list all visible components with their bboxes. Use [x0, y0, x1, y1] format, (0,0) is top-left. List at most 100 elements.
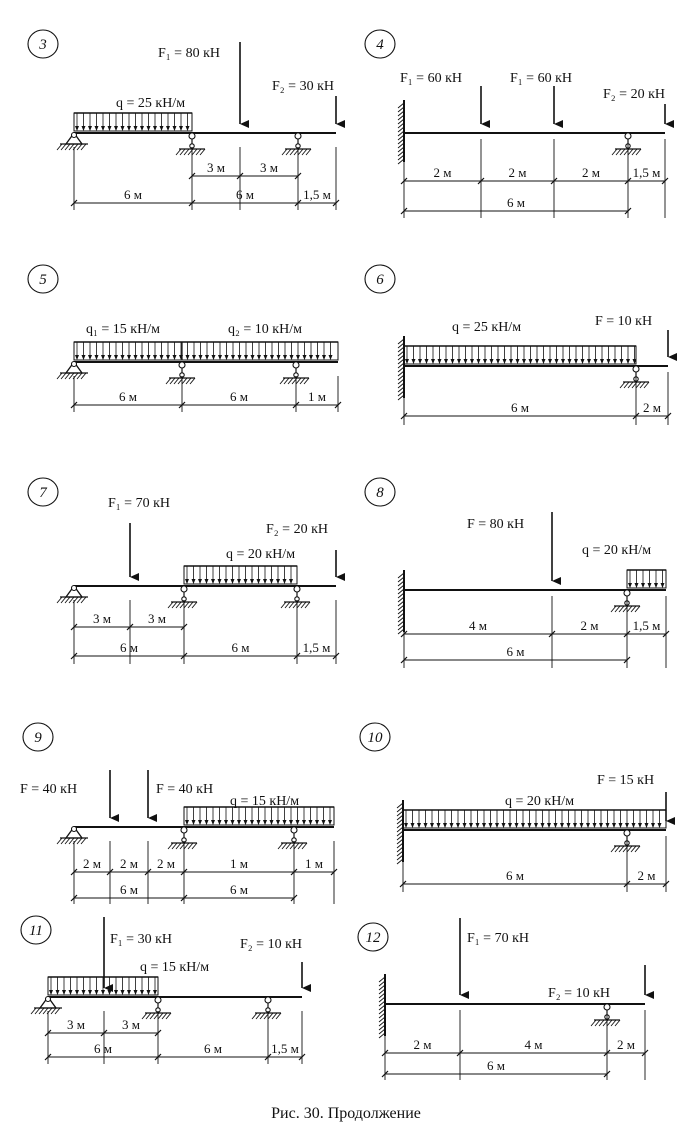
udl-arrowhead	[101, 990, 105, 995]
udl-arrowhead	[81, 990, 86, 995]
roller-support	[280, 585, 311, 609]
dimension-value: 6 м	[119, 389, 137, 404]
udl-arrowhead	[456, 823, 460, 828]
roller-hinge-top	[264, 996, 272, 1004]
support-hatch	[68, 837, 75, 845]
udl-arrowhead	[75, 355, 79, 360]
support-hatch	[590, 1019, 597, 1027]
udl-arrowhead	[140, 990, 144, 995]
roller-support	[167, 826, 198, 850]
dimension-value: 2 м	[638, 868, 656, 883]
support-hatch	[610, 605, 617, 613]
roller-hinge-top	[603, 1003, 611, 1011]
udl-arrowhead	[561, 359, 565, 364]
pin-support	[56, 825, 88, 845]
udl-arrowhead	[224, 820, 228, 825]
support-hatch	[619, 148, 626, 156]
support-hatch	[167, 601, 174, 609]
dimension-tick	[70, 623, 78, 631]
udl-arrowhead	[231, 355, 235, 360]
udl-arrowhead	[146, 990, 151, 995]
support-hatch	[610, 1019, 617, 1027]
udl-arrowhead	[127, 355, 131, 360]
udl-arrowhead	[75, 990, 79, 995]
udl-arrowhead	[101, 126, 105, 131]
udl-arrowhead	[198, 579, 202, 584]
udl-arrowhead	[237, 820, 241, 825]
udl-arrowhead	[470, 359, 474, 364]
dimension-value: 4 м	[525, 1037, 543, 1052]
dimension-value: 1,5 м	[303, 187, 331, 202]
wall-hatch	[397, 612, 405, 619]
support-hatch	[598, 1019, 605, 1027]
pin-hinge	[70, 584, 78, 592]
diagram-number: 8	[364, 477, 396, 507]
force-label-F2: F₂ = 10 кН	[548, 986, 610, 1001]
dimension-value: 6 м	[124, 187, 142, 202]
support-hatch	[187, 842, 194, 850]
wall-hatch	[397, 616, 405, 623]
udl-arrowhead	[654, 583, 658, 588]
udl-arrowhead	[605, 823, 610, 828]
pin-hinge	[70, 360, 78, 368]
dimension-tick	[180, 623, 188, 631]
udl-arrowhead	[185, 126, 190, 131]
udl-arrowhead	[146, 355, 151, 360]
wall-hatch	[378, 1016, 386, 1023]
udl-arrowhead	[55, 990, 60, 995]
udl-arrowhead	[81, 355, 86, 360]
dimension-tick	[332, 199, 340, 207]
wall-hatch	[396, 854, 404, 861]
dimension-tick	[70, 652, 78, 660]
udl-arrowhead	[153, 990, 157, 995]
roller-hinge-top	[178, 361, 186, 369]
support-hatch	[167, 842, 174, 850]
support-hatch	[284, 601, 291, 609]
udl-arrowhead	[553, 823, 558, 828]
force-label-F1b: F₁ = 60 кН	[510, 71, 572, 86]
wall-hatch	[397, 604, 405, 611]
udl-arrowhead	[515, 359, 520, 364]
support-hatch	[618, 845, 625, 853]
wall-hatch	[396, 850, 404, 857]
wall-hatch	[397, 624, 405, 631]
dimension-tick	[330, 868, 338, 876]
udl-arrowhead	[159, 355, 164, 360]
dimension-value: 3 м	[67, 1017, 85, 1032]
udl-arrowhead	[94, 990, 99, 995]
wall-hatch	[397, 620, 405, 627]
diagram-number: 6	[364, 264, 396, 294]
udl-arrowhead	[548, 359, 552, 364]
wall-hatch	[397, 386, 405, 393]
dimension-value: 6 м	[120, 640, 138, 655]
pin-support	[30, 995, 62, 1015]
udl-arrowhead	[289, 579, 293, 584]
support-hatch	[64, 596, 71, 604]
dimension-value: 4 м	[469, 618, 487, 633]
wall-hatch	[397, 118, 405, 125]
wall-hatch	[396, 826, 404, 833]
dimension-tick	[332, 652, 340, 660]
udl-arrowhead	[450, 359, 455, 364]
udl-arrowhead	[153, 355, 157, 360]
diagram-number: 9	[22, 722, 54, 752]
support-hatch	[279, 377, 286, 385]
udl-arrowhead	[410, 823, 415, 828]
udl-arrowhead	[81, 126, 86, 131]
force-label-F2: F₂ = 20 кН	[603, 87, 665, 102]
udl-arrowhead	[185, 579, 189, 584]
dimension-value: 2 м	[509, 165, 527, 180]
udl-arrowhead	[618, 823, 623, 828]
udl-arrowhead	[68, 990, 73, 995]
support-hatch	[643, 381, 650, 389]
udl-arrowhead	[217, 579, 222, 584]
wall-hatch	[397, 110, 405, 117]
wall-hatch	[397, 628, 405, 635]
support-hatch	[76, 143, 83, 151]
number-circle	[364, 29, 396, 59]
wall-hatch	[396, 830, 404, 837]
udl-arrowhead	[133, 990, 138, 995]
wall-hatch	[378, 1004, 386, 1011]
